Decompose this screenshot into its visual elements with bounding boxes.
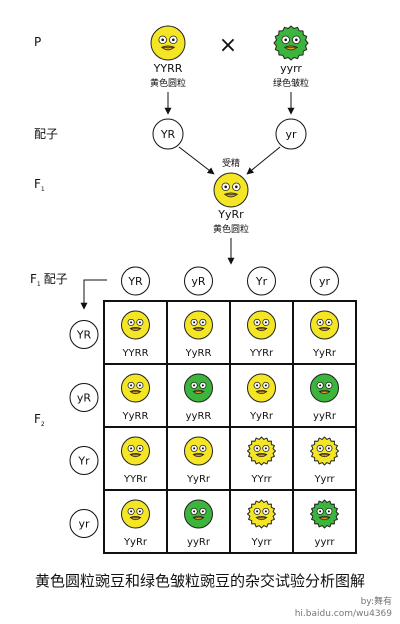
offspring-pea-yellow-round (121, 499, 150, 529)
label-f2-main: F (34, 412, 41, 426)
col-gamete-label: yr (319, 275, 331, 288)
row-gamete-circle (69, 509, 99, 538)
f1-genotype: YyRr (217, 208, 244, 221)
offspring-genotype: yyRr (187, 537, 211, 548)
watermark-by: by:舞有 (361, 595, 392, 607)
parent-2-genotype: yyrr (280, 62, 302, 75)
arrow-f1-row-gametes (80, 279, 107, 310)
offspring-pea-yellow-round (121, 373, 150, 403)
gamete-parent2: yr (285, 128, 297, 141)
offspring-genotype: YYRr (123, 474, 148, 485)
offspring-pea-green-round (184, 373, 213, 403)
offspring-pea-green-wrinkled (310, 499, 339, 529)
watermark-site: hi.baidu.com/wu4369 (295, 609, 393, 619)
label-f1-main: F (34, 177, 41, 191)
diagram-caption: 黄色圆粒豌豆和绿色皱粒豌豆的杂交试验分析图解 (35, 572, 365, 590)
offspring-genotype: Yyrr (313, 474, 335, 485)
label-p: P (34, 35, 41, 49)
punnett-column-gametes: YR yR Yr yr (121, 266, 339, 296)
offspring-genotype: YYrr (250, 474, 272, 485)
label-f1-gametes-suffix: 配子 (44, 272, 68, 286)
row-gamete-circle (69, 446, 99, 475)
offspring-genotype: yyRR (186, 411, 212, 422)
offspring-pea-yellow-wrinkled (310, 436, 339, 466)
row-gamete-circle (69, 320, 99, 349)
parent-2-phenotype: 绿色皱粒 (273, 77, 309, 89)
label-f1-gametes-main: F (30, 272, 37, 286)
offspring-genotype: YyRR (122, 411, 149, 422)
label-f2: F2 (34, 412, 45, 428)
col-gamete-circle (310, 266, 339, 296)
col-gamete-circle (184, 266, 213, 296)
label-f2-sub: 2 (41, 421, 45, 428)
offspring-pea-yellow-round (310, 310, 339, 340)
col-gamete-circle (247, 266, 276, 296)
parent-1-genotype: YYRR (153, 62, 183, 75)
punnett-grid-lines (104, 301, 356, 553)
offspring-genotype: Yyrr (250, 537, 272, 548)
col-gamete-circle (121, 266, 150, 296)
offspring-pea-green-round (310, 373, 339, 403)
f1-yellow-round-pea (213, 172, 249, 208)
parent-yellow-round-pea (150, 25, 186, 61)
offspring-genotype: YyRR (185, 348, 212, 359)
col-gamete-label: YR (127, 275, 143, 288)
offspring-genotype: YYRR (121, 348, 148, 359)
row-gamete-label: Yr (77, 455, 90, 468)
offspring-genotype: yyrr (315, 537, 336, 548)
fertilization-label: 受精 (222, 157, 240, 169)
offspring-pea-yellow-round (184, 310, 213, 340)
gamete-parent1: YR (160, 128, 176, 141)
offspring-pea-yellow-round (184, 436, 213, 466)
label-f1-gametes-sub: 1 (37, 281, 41, 288)
label-gametes: 配子 (34, 127, 58, 141)
offspring-pea-yellow-round (247, 373, 276, 403)
row-gamete-circle (69, 383, 99, 412)
offspring-pea-yellow-wrinkled (247, 499, 276, 529)
row-gamete-label: YR (76, 329, 92, 342)
row-gamete-label: yr (78, 518, 90, 531)
gamete-circle-parent2 (275, 118, 307, 150)
f1-phenotype: 黄色圆粒 (213, 223, 249, 235)
offspring-pea-yellow-round (247, 310, 276, 340)
gamete-circle-parent1 (152, 118, 184, 150)
parent-green-wrinkled-pea (273, 25, 309, 61)
offspring-genotype: YYRr (249, 348, 274, 359)
offspring-genotype: YyRr (249, 411, 274, 422)
label-f1: F1 (34, 177, 45, 193)
col-gamete-label: Yr (255, 275, 268, 288)
offspring-pea-yellow-round (121, 310, 150, 340)
col-gamete-label: yR (191, 275, 206, 288)
offspring-genotype: yyRr (313, 411, 337, 422)
punnett-row-gametes: YR yR Yr yr (69, 320, 99, 538)
parent-1-phenotype: 黄色圆粒 (150, 77, 186, 89)
cross-symbol: × (219, 33, 237, 58)
row-gamete-label: yR (77, 392, 92, 405)
offspring-genotype: YyRr (123, 537, 148, 548)
offspring-genotype: YyRr (186, 474, 211, 485)
offspring-pea-yellow-wrinkled (247, 436, 276, 466)
offspring-pea-green-round (184, 499, 213, 529)
arrow-gamete2-f1 (246, 146, 281, 175)
label-f1-sub: 1 (41, 186, 45, 193)
arrow-gamete1-f1 (178, 146, 215, 175)
offspring-genotype: YyRr (312, 348, 337, 359)
offspring-pea-yellow-round (121, 436, 150, 466)
